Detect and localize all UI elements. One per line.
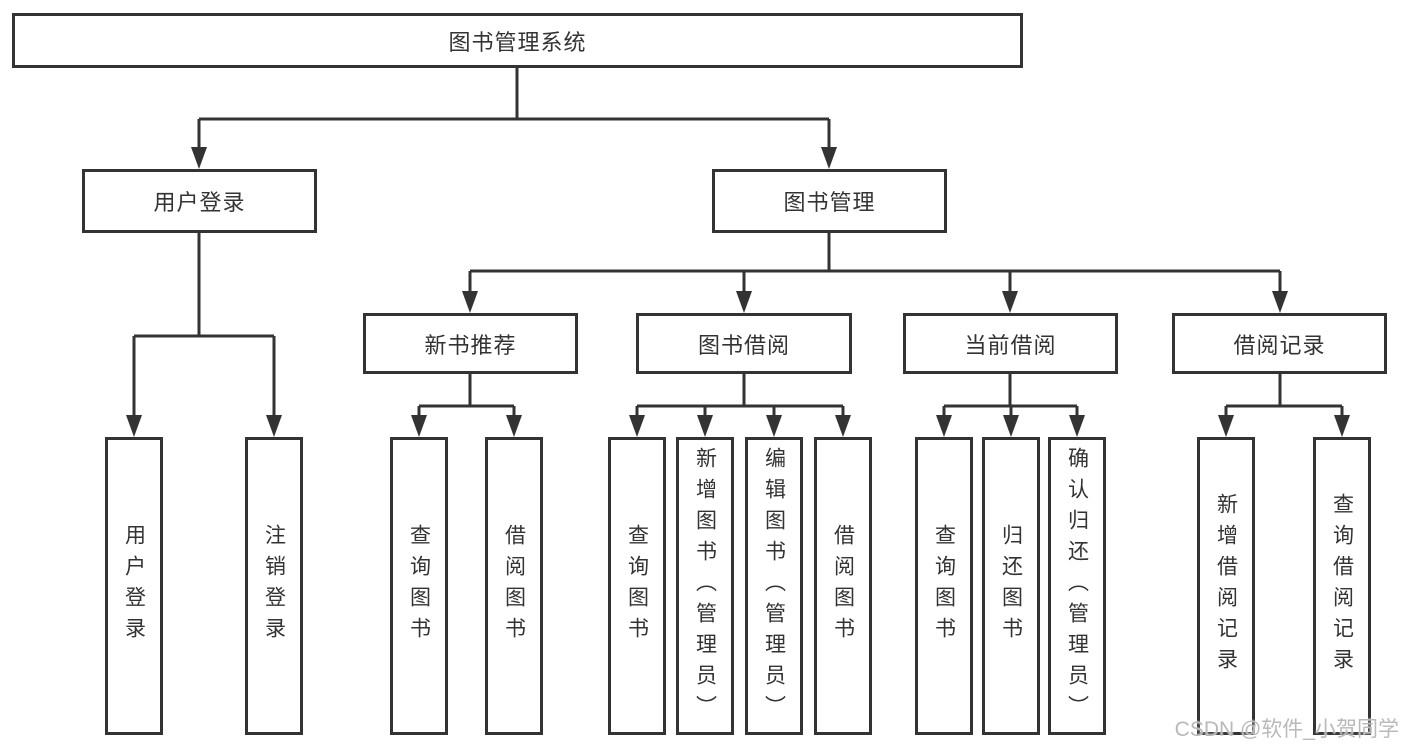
node-label: 归还图书 bbox=[999, 524, 1023, 648]
node-label: 查询图书 bbox=[407, 524, 431, 648]
leaf-add-book-admin: 新增图书（管理员） bbox=[676, 437, 734, 735]
leaf-user-login: 用户登录 bbox=[105, 437, 163, 735]
node-label: 借阅记录 bbox=[1233, 332, 1326, 358]
csdn-watermark: CSDN @软件_小贺同学 bbox=[1174, 718, 1399, 741]
leaf-logout: 注销登录 bbox=[245, 437, 303, 735]
node-current-borrow: 当前借阅 bbox=[903, 313, 1118, 374]
leaf-borrow-book: 借阅图书 bbox=[814, 437, 872, 735]
node-label: 当前借阅 bbox=[964, 332, 1057, 358]
node-label: 新增借阅记录 bbox=[1214, 493, 1238, 679]
connector-lines bbox=[132, 68, 1344, 417]
node-label: 图书借阅 bbox=[697, 332, 790, 358]
leaf-query-book-current: 查询图书 bbox=[915, 437, 973, 735]
node-book-management: 图书管理 bbox=[712, 169, 947, 233]
node-label: 新书推荐 bbox=[424, 332, 517, 358]
leaf-query-borrow-record: 查询借阅记录 bbox=[1313, 437, 1371, 735]
leaf-edit-book-admin: 编辑图书（管理员） bbox=[745, 437, 803, 735]
node-label: 借阅图书 bbox=[502, 524, 526, 648]
leaf-borrow-book-newbook: 借阅图书 bbox=[485, 437, 543, 735]
node-label: 查询借阅记录 bbox=[1330, 493, 1354, 679]
arrowheads bbox=[126, 147, 1350, 437]
leaf-confirm-return-admin: 确认归还（管理员） bbox=[1048, 437, 1106, 735]
leaf-return-book: 归还图书 bbox=[982, 437, 1040, 735]
node-label: 查询图书 bbox=[932, 524, 956, 648]
node-label: 用户登录 bbox=[153, 190, 246, 215]
node-label: 确认归还（管理员） bbox=[1065, 446, 1089, 726]
leaf-add-borrow-record: 新增借阅记录 bbox=[1197, 437, 1255, 735]
node-label: 图书管理系统 bbox=[448, 29, 587, 55]
node-user-login: 用户登录 bbox=[82, 169, 317, 233]
node-borrow-record: 借阅记录 bbox=[1172, 313, 1387, 374]
node-label: 查询图书 bbox=[625, 524, 649, 648]
node-label: 用户登录 bbox=[122, 524, 146, 648]
node-book-borrow: 图书借阅 bbox=[636, 313, 852, 374]
node-label: 新增图书（管理员） bbox=[693, 446, 717, 726]
leaf-query-book-borrow: 查询图书 bbox=[608, 437, 666, 735]
node-root-system: 图书管理系统 bbox=[12, 13, 1023, 68]
node-label: 图书管理 bbox=[783, 190, 876, 215]
node-label: 借阅图书 bbox=[831, 524, 855, 648]
node-label: 注销登录 bbox=[262, 524, 286, 648]
node-label: 编辑图书（管理员） bbox=[762, 446, 786, 726]
leaf-query-book-newbook: 查询图书 bbox=[390, 437, 448, 735]
node-new-book-recommend: 新书推荐 bbox=[363, 313, 578, 374]
